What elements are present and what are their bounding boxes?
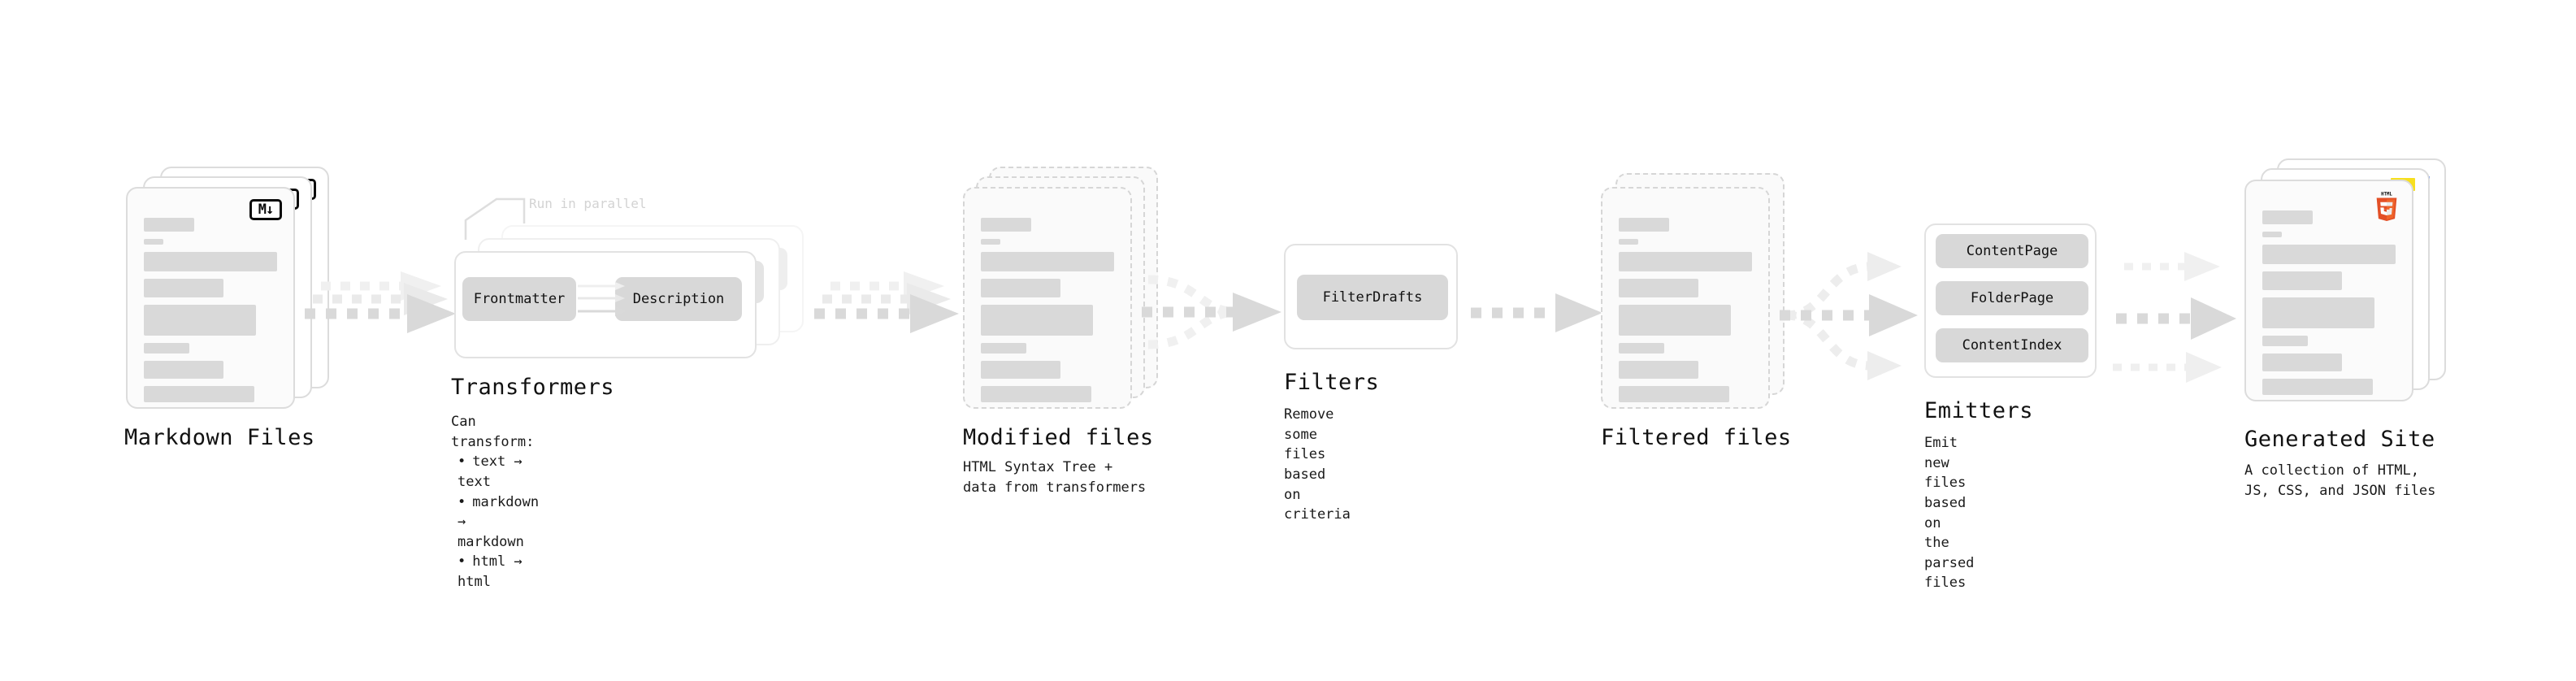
stage-label-filtered-files: Filtered files [1601,425,1792,450]
arrow-filtered-to-emitters [1780,252,1918,380]
transform-lead: Can transform: [451,414,535,450]
arrow-modified-to-filters [1142,275,1281,349]
stage-markdown-files: M↓ M↓ M↓ [124,167,337,450]
emitter-chip-contentindex[interactable]: ContentIndex [1936,328,2088,362]
generated-card-html: HTML [2244,180,2413,401]
arrow-filters-to-filtered [1471,293,1602,332]
run-in-parallel-label: Run in parallel [529,196,647,211]
transformer-chip-description[interactable]: Description [615,277,742,321]
markdown-card-front: M↓ [126,187,295,409]
transformer-inner-arrows [578,282,627,316]
filtered-file-stack [1601,167,1796,410]
transformer-chip-frontmatter[interactable]: Frontmatter [462,277,576,321]
skeleton-content [981,218,1114,410]
emitters-description: Emit new files based on the parsed files [1924,435,1975,592]
transform-rule: markdown → markdown [458,492,539,553]
stage-filtered-files: Filtered files [1601,167,1796,450]
stage-label-modified-files: Modified files [963,425,1154,450]
transformers-description: Can transform: text → text markdown → ma… [451,412,539,592]
generated-site-stack: CSS HTML [2244,158,2464,410]
emitters-panel[interactable]: ContentPage FolderPage ContentIndex [1924,223,2097,378]
markdown-file-stack: M↓ M↓ M↓ [126,167,337,410]
filtered-card-front [1601,187,1770,409]
transformer-panel-front[interactable]: Frontmatter Description [454,251,757,358]
arrow-emitters-to-site [2113,252,2236,383]
transform-rule: text → text [458,452,539,492]
markdown-icon: M↓ [249,199,282,220]
html5-icon: HTML [2376,193,2397,221]
stage-label-markdown-files: Markdown Files [124,425,315,450]
stage-generated-site: CSS HTML [2244,158,2464,499]
stage-label-transformers: Transformers [451,375,615,400]
arrow-transformers-to-modified [814,271,959,333]
filter-chip-filterdrafts[interactable]: FilterDrafts [1297,275,1448,320]
generated-site-description: A collection of HTML, JS, CSS, and JSON … [2244,462,2436,499]
parallel-bracket [464,197,526,240]
emitter-chip-folderpage[interactable]: FolderPage [1936,281,2088,315]
modified-file-stack [963,167,1166,410]
transform-rule: html → html [458,552,539,592]
arrow-markdown-to-transformers [305,271,456,333]
modified-files-description: HTML Syntax Tree + data from transformer… [963,459,1147,496]
stage-label-emitters: Emitters [1924,398,2034,423]
stage-label-generated-site: Generated Site [2244,427,2435,452]
skeleton-content [144,218,277,410]
modified-card-front [963,187,1132,409]
stage-modified-files: Modified files HTML Syntax Tree + data f… [963,167,1166,496]
skeleton-content [2262,210,2396,402]
filters-description: Remove some files based on criteria [1284,406,1351,523]
filters-panel[interactable]: FilterDrafts [1284,244,1458,349]
stage-label-filters: Filters [1284,370,1380,395]
skeleton-content [1619,218,1752,410]
emitter-chip-contentpage[interactable]: ContentPage [1936,234,2088,268]
svg-text:HTML: HTML [2381,193,2392,197]
transform-rule-list: text → text markdown → markdown html → h… [458,452,539,592]
